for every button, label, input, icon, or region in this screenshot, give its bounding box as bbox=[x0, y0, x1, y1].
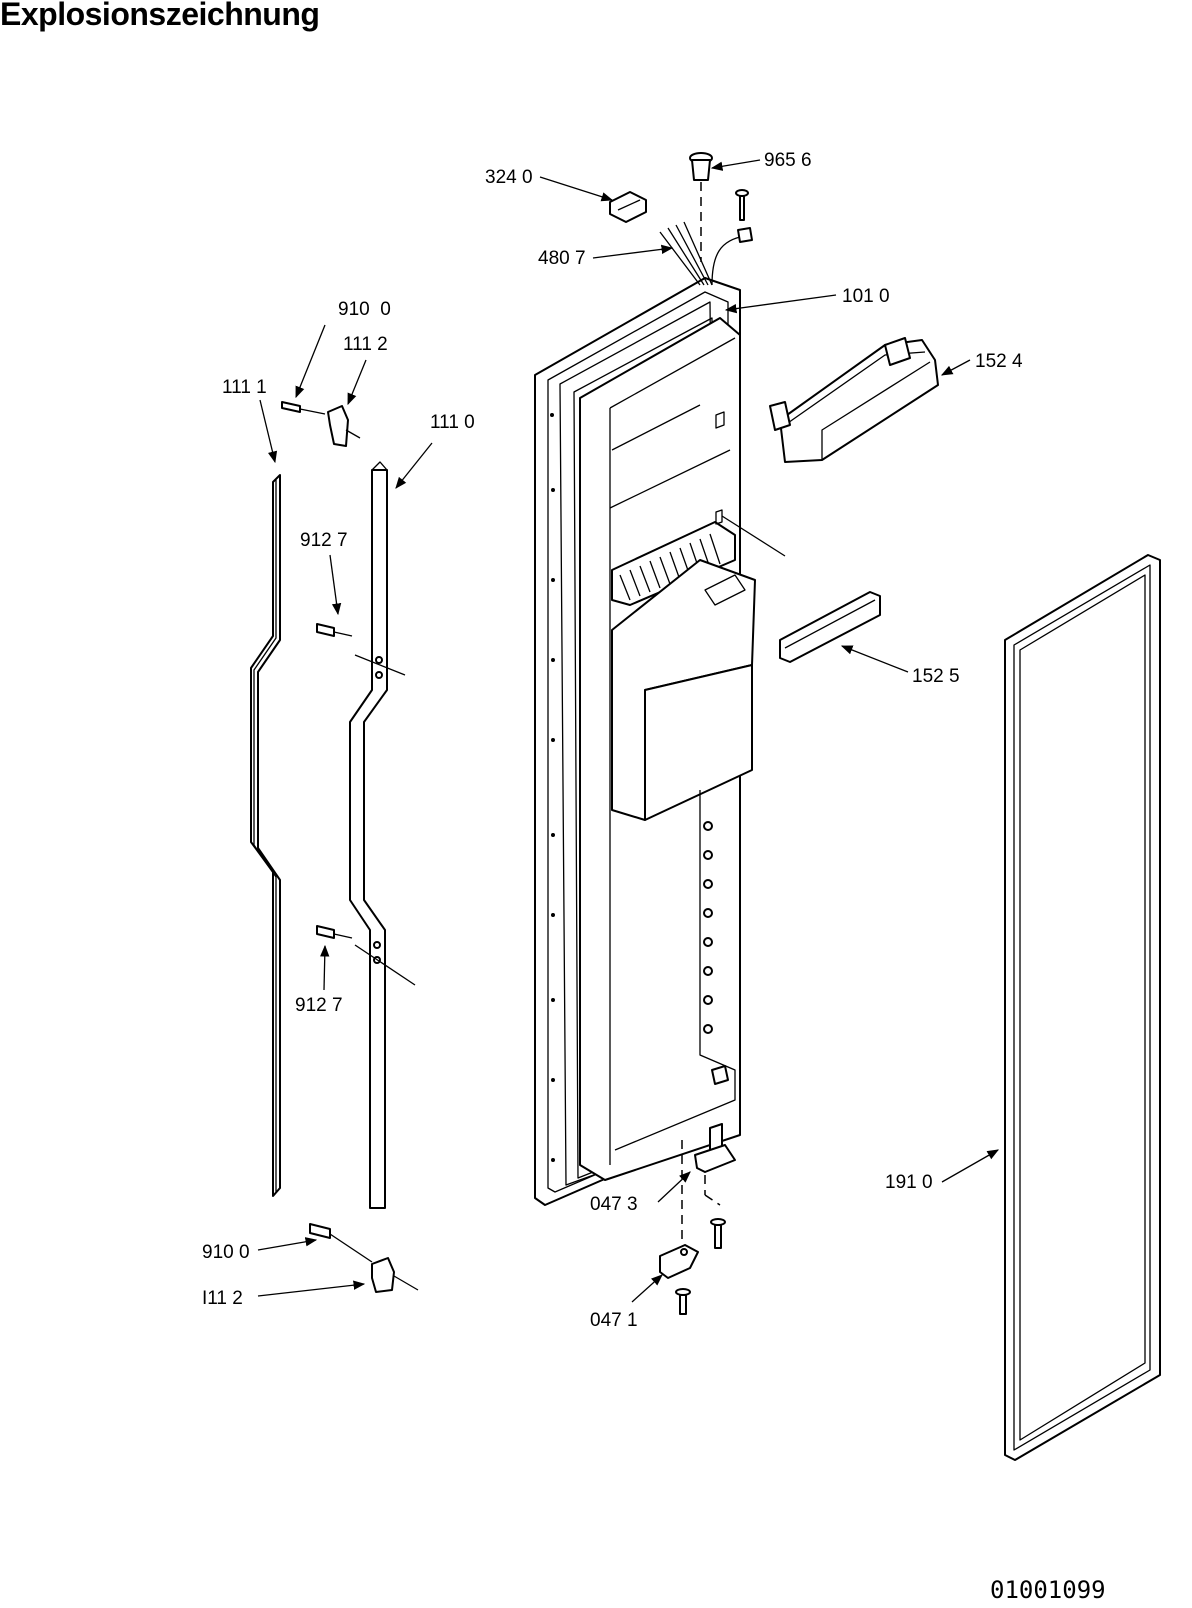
callout-111-1: 111 1 bbox=[222, 377, 267, 398]
callout-480-7: 480 7 bbox=[538, 248, 586, 269]
hole-column bbox=[703, 821, 713, 1034]
trim-strip-part bbox=[250, 474, 281, 1197]
callout-047-1: 047 1 bbox=[590, 1310, 638, 1331]
screw-icon bbox=[316, 925, 353, 939]
callout-910-0-top: 910 0 bbox=[338, 299, 391, 320]
clip-part bbox=[327, 405, 361, 447]
callout-111-2-top: 111 2 bbox=[343, 334, 388, 355]
callout-965-6: 965 6 bbox=[764, 150, 812, 171]
screw-icon bbox=[675, 1288, 691, 1315]
document-number: 01001099 bbox=[990, 1576, 1106, 1604]
callout-191-0: 191 0 bbox=[885, 1172, 933, 1193]
callout-101-0: 101 0 bbox=[842, 286, 890, 307]
lamp-part bbox=[689, 152, 713, 262]
door-frame-part bbox=[534, 277, 786, 1206]
door-handle-part bbox=[769, 337, 939, 463]
page-title: Explosionszeichnung bbox=[0, 0, 320, 32]
screw-icon bbox=[309, 1223, 373, 1263]
callout-912-7-top: 912 7 bbox=[300, 530, 348, 551]
connector-part bbox=[609, 191, 647, 223]
callout-111-0: 111 0 bbox=[430, 412, 475, 433]
callout-152-4: 152 4 bbox=[975, 351, 1023, 372]
clip-part bbox=[371, 1257, 419, 1293]
hinge-upper-part bbox=[681, 1123, 736, 1240]
screw-icon bbox=[316, 623, 353, 637]
screw-icon bbox=[281, 401, 326, 415]
callout-324-0: 324 0 bbox=[485, 167, 533, 188]
screw-icon bbox=[735, 189, 749, 221]
callout-152-5: 152 5 bbox=[912, 666, 960, 687]
callout-111-2-bottom: I11 2 bbox=[202, 1288, 243, 1309]
callout-047-3: 047 3 bbox=[590, 1194, 638, 1215]
leader-lines bbox=[257, 159, 1000, 1303]
trim-piece-part bbox=[779, 591, 881, 663]
screw-icon bbox=[710, 1218, 726, 1249]
trim-bracket-part bbox=[349, 461, 416, 1209]
callout-910-0-bottom: 910 0 bbox=[202, 1242, 250, 1263]
edge-dots bbox=[550, 413, 555, 1162]
callout-912-7-bottom: 912 7 bbox=[295, 995, 343, 1016]
door-gasket-part bbox=[1004, 554, 1161, 1461]
hinge-lower-part bbox=[659, 1244, 699, 1279]
wire-harness-part bbox=[659, 221, 753, 286]
